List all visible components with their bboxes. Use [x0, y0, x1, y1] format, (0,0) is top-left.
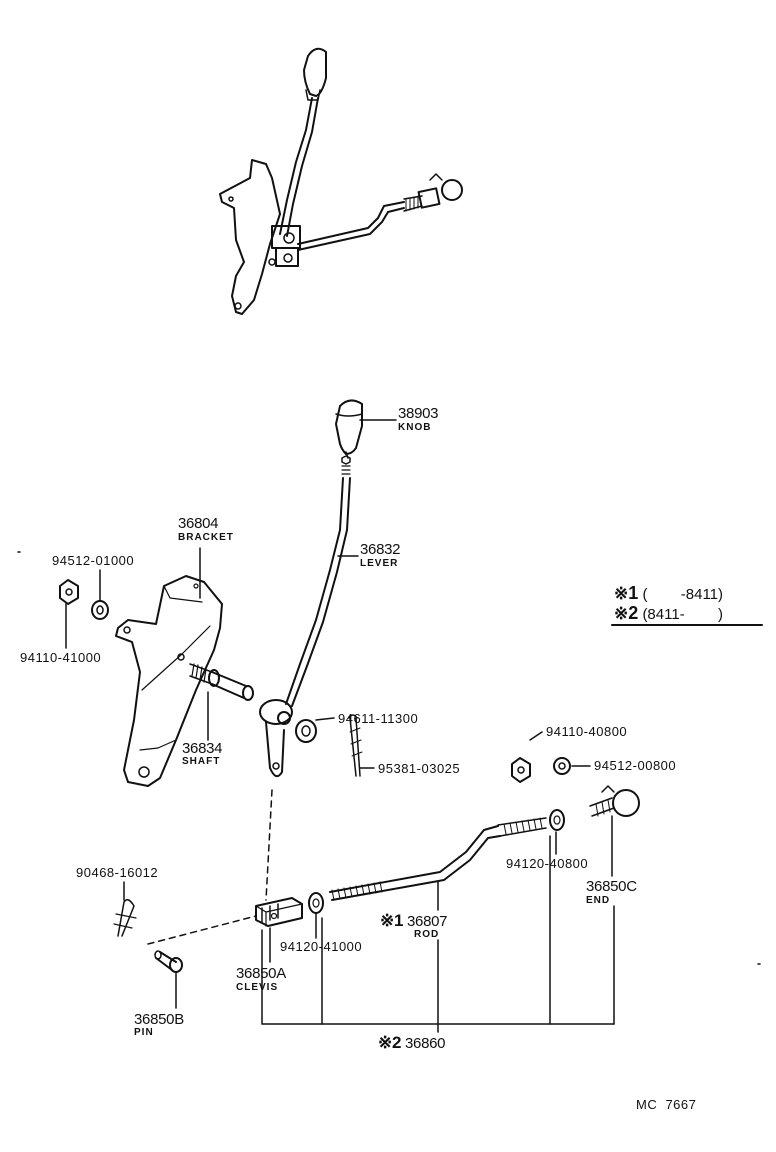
diagram-code: MC 7667	[636, 1097, 697, 1112]
pin-number: 36850B	[134, 1011, 184, 1028]
rod-end-part	[589, 785, 640, 817]
nut-rod-end-number: 94120-40800	[506, 856, 589, 871]
cotter-pin-small	[348, 714, 363, 777]
nut-clevis-number: 94120-41000	[280, 939, 363, 954]
washer-lever-number: 94611-11300	[338, 711, 419, 726]
nut-clevis	[308, 892, 324, 914]
knob-part	[335, 399, 363, 455]
shaft-part	[189, 663, 254, 701]
note-2: ※2 (8411- )	[614, 604, 723, 622]
lever-number: 36832	[360, 541, 401, 558]
rod-assy-mark: ※2	[378, 1033, 402, 1052]
rod-name: ROD	[414, 929, 440, 940]
clevis-part	[255, 897, 303, 927]
pin-name: PIN	[134, 1027, 154, 1038]
rod-assy-number: 36860	[404, 1035, 446, 1052]
cotter-pin-number: 95381-03025	[378, 761, 461, 776]
rod-part	[329, 817, 547, 901]
nut-right-number: 94110-40800	[546, 724, 628, 739]
lever-part	[259, 455, 351, 778]
knob-name: KNOB	[398, 422, 432, 433]
bracket-part	[115, 575, 223, 787]
rod-mark: ※1	[380, 911, 404, 930]
leader-lines	[17, 419, 763, 1033]
pin-part	[154, 950, 183, 973]
lever-name: LEVER	[360, 558, 399, 569]
note-1-index: 1	[628, 583, 639, 603]
washer-left-number: 94512-01000	[52, 553, 135, 568]
rod-number: 36807	[406, 913, 448, 930]
clip-part	[113, 899, 137, 937]
shaft-number: 36834	[182, 740, 223, 757]
note-1-range: ( -8411)	[642, 586, 724, 603]
washer-right-number: 94512-00800	[594, 758, 677, 773]
bracket-number: 36804	[178, 515, 219, 532]
note-2-mark: ※	[614, 604, 629, 623]
note-1-mark: ※	[614, 584, 629, 603]
clevis-number: 36850A	[236, 965, 286, 982]
bracket-name: BRACKET	[178, 532, 234, 543]
exploded-view	[59, 399, 640, 973]
nut-washer-left	[59, 579, 109, 620]
rod-label: ※1 36807	[380, 911, 448, 930]
note-2-index: 2	[628, 603, 639, 623]
end-name: END	[586, 895, 611, 906]
washer-lever	[295, 719, 317, 743]
end-number: 36850C	[586, 878, 637, 895]
assembly-overview	[219, 47, 463, 315]
nut-washer-right	[511, 757, 571, 783]
nut-left-number: 94110-41000	[20, 650, 102, 665]
knob-number: 38903	[398, 405, 439, 422]
shaft-name: SHAFT	[182, 756, 221, 767]
nut-rod-end	[549, 809, 565, 831]
note-1: ※1 ( -8411)	[614, 584, 723, 602]
clevis-name: CLEVIS	[236, 982, 279, 993]
rod-assy-label: ※2 36860	[378, 1033, 446, 1052]
note-2-range: (8411- )	[642, 606, 724, 623]
clip-number: 90468-16012	[76, 865, 159, 880]
